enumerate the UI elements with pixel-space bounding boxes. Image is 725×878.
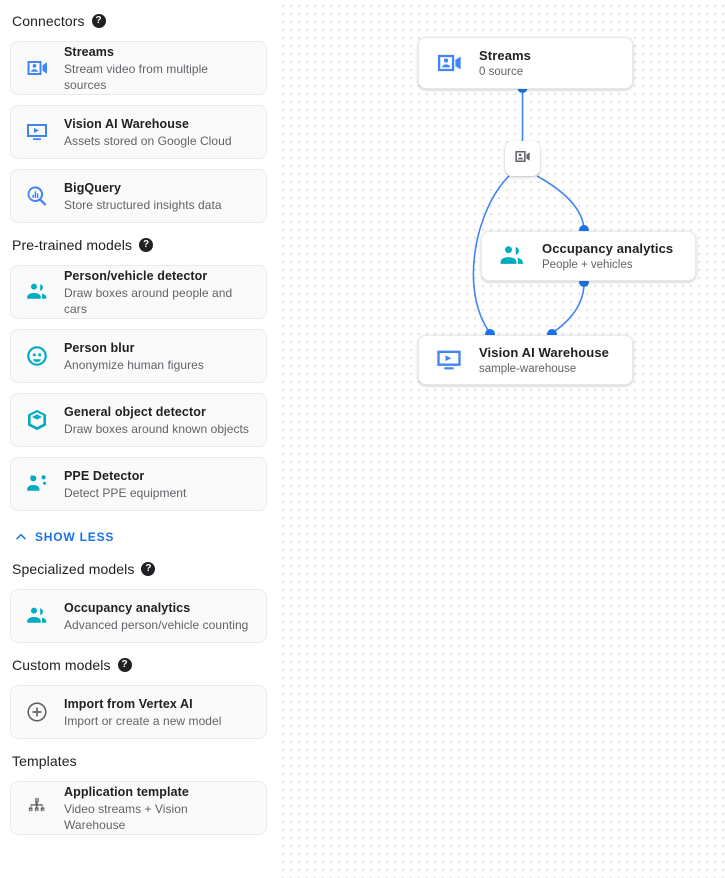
video-camera-person-icon — [513, 147, 532, 171]
node-subtitle: 0 source — [479, 65, 524, 78]
section-header-connectors: Connectors? — [10, 11, 267, 31]
palette-card-subtitle: Import or create a new model — [64, 713, 222, 728]
palette-card-subtitle: Anonymize human figures — [64, 357, 204, 372]
section-header-pre-trained-models: Pre-trained models? — [10, 235, 267, 255]
palette-card-subtitle: Draw boxes around people and cars — [64, 285, 233, 316]
edge-source-to-warehouse — [472, 175, 510, 334]
show-less-label: SHOW LESS — [35, 530, 115, 544]
help-icon[interactable]: ? — [141, 562, 156, 576]
section-title: Pre-trained models — [12, 237, 133, 253]
palette-card-title: Application template — [64, 784, 189, 799]
person-vehicle-icon — [25, 604, 49, 628]
help-icon[interactable]: ? — [117, 658, 132, 672]
palette-card-title: Person blur — [64, 340, 135, 355]
graph-node-vision-ai-warehouse[interactable]: Vision AI Warehouse sample-warehouse — [418, 335, 633, 385]
graph-canvas[interactable]: Streams 0 source Occupancy analytics Peo… — [277, 0, 725, 878]
palette-card-title: Streams — [64, 44, 115, 59]
section-header-custom-models: Custom models? — [10, 655, 267, 675]
palette-card-title: General object detector — [64, 404, 206, 419]
palette-card-subtitle: Video streams + Vision Warehouse — [64, 801, 188, 832]
person-vehicle-icon — [498, 242, 526, 270]
section-title: Templates — [12, 753, 77, 769]
node-title: Occupancy analytics — [542, 240, 674, 256]
edge-occupancy-to-warehouse — [551, 282, 585, 334]
section-header-templates: Templates — [10, 751, 267, 771]
palette-card-title: Person/vehicle detector — [64, 268, 208, 283]
graph-node-occupancy-analytics[interactable]: Occupancy analytics People + vehicles — [481, 231, 696, 281]
edge-source-to-occupancy — [536, 175, 585, 230]
help-icon[interactable]: ? — [91, 14, 106, 28]
node-title: Streams — [479, 47, 532, 63]
palette-card-subtitle: Detect PPE equipment — [64, 485, 187, 500]
cube-icon — [25, 408, 49, 432]
hierarchy-icon — [25, 796, 49, 820]
bigquery-search-icon — [25, 184, 49, 208]
palette-card-subtitle: Draw boxes around known objects — [64, 421, 249, 436]
palette-card-title: Import from Vertex AI — [64, 696, 193, 711]
palette-card-title: Vision AI Warehouse — [64, 116, 190, 131]
show-less-button[interactable]: SHOW LESS — [14, 527, 267, 547]
graph-mini-node-stream-source[interactable] — [505, 141, 540, 176]
section-title: Connectors — [12, 13, 85, 29]
help-icon[interactable]: ? — [139, 238, 154, 252]
node-subtitle: People + vehicles — [542, 258, 633, 271]
ppe-detector-icon — [25, 472, 49, 496]
video-camera-person-icon — [435, 49, 463, 77]
section-title: Custom models — [12, 657, 111, 673]
plus-circle-icon — [25, 700, 49, 724]
monitor-play-icon — [25, 120, 49, 144]
palette-card-subtitle: Store structured insights data — [64, 197, 222, 212]
monitor-play-icon — [435, 346, 463, 374]
palette-card-title: Occupancy analytics — [64, 600, 191, 615]
chevron-up-icon — [14, 530, 28, 544]
node-title: Vision AI Warehouse — [479, 344, 610, 360]
person-blur-icon — [25, 344, 49, 368]
graph-node-streams[interactable]: Streams 0 source — [418, 37, 633, 89]
palette-card-subtitle: Stream video from multiple sources — [64, 61, 209, 92]
palette-card[interactable]: Import from Vertex AI Import or create a … — [10, 685, 267, 739]
palette-card-subtitle: Advanced person/vehicle counting — [64, 617, 249, 632]
node-subtitle: sample-warehouse — [479, 362, 577, 375]
section-title: Specialized models — [12, 561, 135, 577]
graph-edges — [472, 83, 589, 339]
palette-card-subtitle: Assets stored on Google Cloud — [64, 133, 232, 148]
palette-card-title: BigQuery — [64, 180, 122, 195]
section-header-specialized-models: Specialized models? — [10, 559, 267, 579]
palette-card-title: PPE Detector — [64, 468, 145, 483]
video-camera-person-icon — [25, 56, 49, 80]
person-vehicle-icon — [25, 280, 49, 304]
